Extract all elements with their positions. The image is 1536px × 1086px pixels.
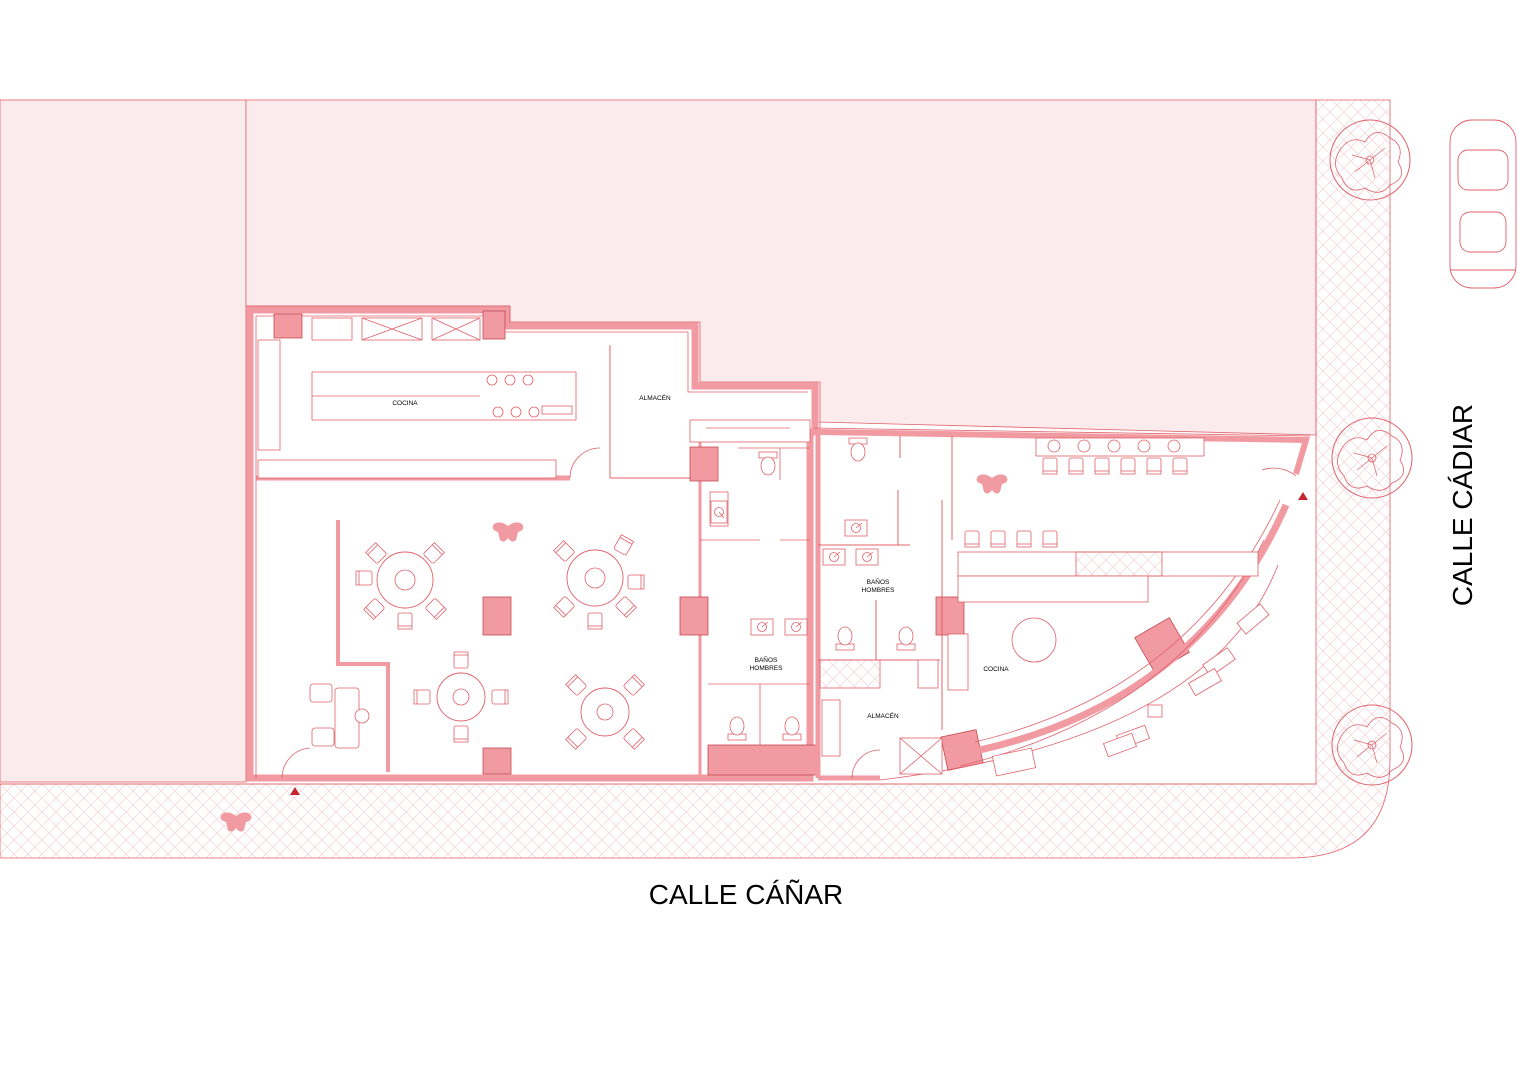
room-label-banos-left-2: HOMBRES xyxy=(750,665,784,672)
lounge-furniture xyxy=(309,683,370,749)
person-icon xyxy=(492,522,524,542)
neighbor-lot-left xyxy=(0,99,247,783)
room-label-cocina-right: COCINA xyxy=(983,666,1009,673)
toilet-icon xyxy=(835,626,855,651)
person-icon xyxy=(976,474,1008,494)
round-table-icon xyxy=(355,542,447,630)
car-icon xyxy=(1449,119,1517,289)
round-table-icon xyxy=(413,651,509,743)
street-label-bottom: CALLE CÁÑAR xyxy=(649,879,844,910)
room-label-banos-right: BAÑOS xyxy=(867,577,890,586)
sink-icon xyxy=(822,548,846,566)
walls-left-block xyxy=(246,305,821,782)
toilet-icon xyxy=(758,451,778,476)
sidewalk xyxy=(0,99,1391,859)
room-label-almacen-bottom: ALMACÉN xyxy=(867,711,899,720)
terrace-benches xyxy=(991,603,1270,777)
toilet-icon xyxy=(896,626,916,651)
room-label-banos-right-2: HOMBRES xyxy=(862,587,896,594)
entrance-marker-icon xyxy=(1298,492,1308,500)
kitchen-left-fixtures xyxy=(257,317,577,479)
sink-icon xyxy=(844,519,868,537)
round-table-icon xyxy=(565,674,645,750)
dining-tables xyxy=(355,534,645,750)
street-label-right: CALLE CÁDIAR xyxy=(1447,404,1478,606)
toilet-icon xyxy=(782,716,802,741)
entrance-marker-icon xyxy=(290,787,300,795)
room-label-banos-left: BAÑOS xyxy=(755,655,778,664)
kitchen-right-fixtures xyxy=(819,437,1259,775)
sink-icon xyxy=(784,618,808,636)
round-table-icon xyxy=(553,534,645,630)
sink-icon xyxy=(710,500,728,524)
room-label-almacen-top: ALMACÉN xyxy=(639,393,671,402)
sink-icon xyxy=(855,548,879,566)
walls-right-block xyxy=(813,427,1311,781)
room-label-cocina-left: COCINA xyxy=(392,400,418,407)
toilet-icon xyxy=(727,716,747,741)
toilet-icon xyxy=(848,437,868,462)
bar-stools xyxy=(964,457,1188,548)
sink-icon xyxy=(750,618,774,636)
structural-columns xyxy=(273,310,1190,776)
